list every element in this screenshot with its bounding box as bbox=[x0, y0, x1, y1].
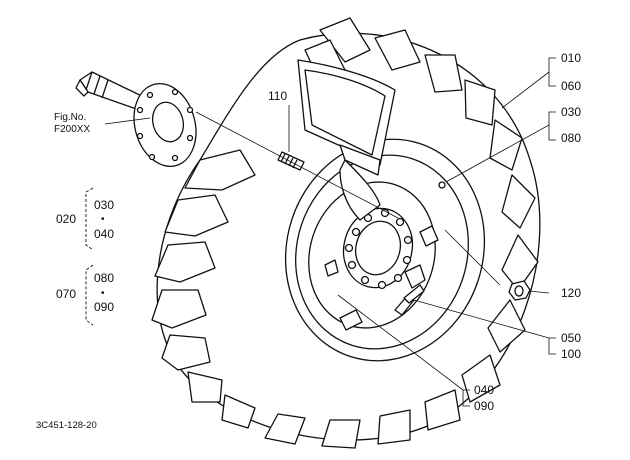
drawing-code: 3C451-128-20 bbox=[36, 420, 97, 431]
group-070-top: 080 bbox=[94, 271, 115, 285]
group-020-label: 020 bbox=[56, 212, 77, 226]
callout-120: 120 bbox=[561, 286, 582, 300]
axle-flange bbox=[75, 71, 197, 167]
callout-110: 110 bbox=[268, 89, 288, 103]
callout-050: 050 bbox=[561, 331, 582, 345]
group-brackets bbox=[85, 187, 94, 326]
group-070-label: 070 bbox=[56, 287, 77, 301]
wheel-weight bbox=[297, 59, 396, 221]
figure-ref-line1: Fig.No. bbox=[54, 112, 87, 123]
group-070-bottom: 090 bbox=[94, 300, 115, 314]
group-070-separator: • bbox=[101, 288, 105, 299]
callout-100: 100 bbox=[561, 347, 582, 361]
leader-lines bbox=[104, 57, 556, 407]
callout-060: 060 bbox=[561, 79, 582, 93]
callout-080: 080 bbox=[561, 131, 582, 145]
callout-010: 010 bbox=[561, 51, 582, 65]
figure-ref-line2: F200XX bbox=[54, 124, 91, 135]
group-020-top: 030 bbox=[94, 198, 115, 212]
callout-030: 030 bbox=[561, 105, 582, 119]
rim-brackets bbox=[324, 181, 446, 331]
lug-nut bbox=[508, 280, 531, 301]
group-020-bottom: 040 bbox=[94, 227, 115, 241]
callout-040: 040 bbox=[474, 383, 495, 397]
group-020-separator: • bbox=[101, 214, 105, 225]
callout-090: 090 bbox=[474, 399, 495, 413]
